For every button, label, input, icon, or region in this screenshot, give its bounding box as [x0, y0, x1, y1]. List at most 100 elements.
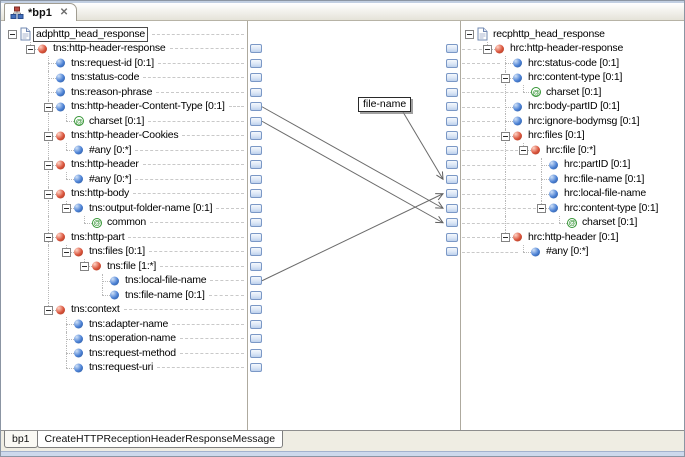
port-target-1[interactable]	[446, 44, 458, 54]
page-tab-mapping[interactable]: CreateHTTPReceptionHeaderResponseMessage	[36, 431, 284, 448]
port-source-3[interactable]	[250, 73, 262, 83]
node-tns-http-header-cookies[interactable]: tns:http-header-Cookies	[2, 128, 247, 143]
node-label[interactable]: hrc:body-partID [0:1]	[528, 100, 620, 113]
node-tns-http-header-response[interactable]: tns:http-header-response	[2, 41, 247, 57]
port-source-2[interactable]	[250, 58, 262, 68]
port-source-23[interactable]	[250, 363, 262, 373]
node-tns-request-uri[interactable]: tns:request-uri	[2, 360, 247, 376]
expand-minus-icon[interactable]	[44, 160, 53, 170]
port-source-4[interactable]	[250, 87, 262, 97]
node-hrc-files-0-1[interactable]: hrc:files [0:1]	[461, 128, 684, 143]
node-any-0[interactable]: #any [0:*]	[461, 244, 684, 260]
port-source-17[interactable]	[250, 276, 262, 286]
node-hrc-local-file-name[interactable]: hrc:local-file-name	[461, 186, 684, 201]
node-label[interactable]: tns:http-header-Cookies	[71, 129, 179, 142]
port-source-20[interactable]	[250, 319, 262, 329]
node-hrc-ignore-bodymsg-0-1[interactable]: hrc:ignore-bodymsg [0:1]	[461, 114, 684, 129]
mapping-line-constant[interactable]	[402, 111, 443, 179]
node-tns-request-method[interactable]: tns:request-method	[2, 346, 247, 361]
node-label[interactable]: #any [0:*]	[546, 245, 589, 258]
node-label[interactable]: charset [0:1]	[546, 85, 602, 98]
node-label[interactable]: hrc:http-header-response	[510, 42, 624, 55]
port-source-14[interactable]	[250, 232, 262, 242]
expand-minus-icon[interactable]	[62, 204, 71, 213]
port-source-9[interactable]	[250, 160, 262, 170]
node-label[interactable]: tns:file [1:*]	[107, 259, 157, 272]
node-hrc-body-partid-0-1[interactable]: hrc:body-partID [0:1]	[461, 99, 684, 114]
node-hrc-content-type-0-1[interactable]: hrc:content-type [0:1]	[461, 201, 684, 216]
port-target-10[interactable]	[446, 174, 458, 184]
mapping-line-3[interactable]	[261, 194, 443, 282]
node-label[interactable]: tns:context	[71, 303, 120, 316]
node-tns-reason-phrase[interactable]: tns:reason-phrase	[2, 85, 247, 100]
node-label[interactable]: hrc:file-name [0:1]	[564, 172, 645, 185]
node-any-0[interactable]: #any [0:*]	[2, 143, 247, 158]
port-target-7[interactable]	[446, 131, 458, 141]
node-label[interactable]: charset [0:1]	[582, 216, 638, 229]
node-label[interactable]: hrc:file [0:*]	[546, 143, 596, 156]
node-label[interactable]: tns:status-code	[71, 71, 140, 84]
node-tns-adapter-name[interactable]: tns:adapter-name	[2, 317, 247, 332]
mapping-line-2[interactable]	[261, 120, 443, 223]
expand-minus-icon[interactable]	[44, 102, 53, 112]
node-charset-0-1[interactable]: @charset [0:1]	[2, 114, 247, 129]
node-common[interactable]: @common	[2, 215, 247, 230]
node-label[interactable]: hrc:content-type [0:1]	[564, 201, 659, 214]
node-hrc-file-name-0-1[interactable]: hrc:file-name [0:1]	[461, 172, 684, 187]
port-source-8[interactable]	[250, 145, 262, 155]
node-tns-file-name-0-1[interactable]: tns:file-name [0:1]	[2, 288, 247, 303]
port-source-13[interactable]	[250, 218, 262, 228]
port-target-3[interactable]	[446, 73, 458, 83]
node-recphttp-head-response[interactable]: recphttp_head_response	[461, 27, 684, 42]
expand-minus-icon[interactable]	[62, 247, 71, 257]
node-tns-operation-name[interactable]: tns:operation-name	[2, 331, 247, 346]
node-label[interactable]: tns:local-file-name	[125, 274, 207, 287]
node-label[interactable]: tns:http-header-response	[53, 42, 166, 55]
node-tns-http-header[interactable]: tns:http-header	[2, 157, 247, 172]
node-tns-files-0-1[interactable]: tns:files [0:1]	[2, 244, 247, 259]
node-hrc-http-header-response[interactable]: hrc:http-header-response	[461, 41, 684, 57]
port-target-8[interactable]	[446, 145, 458, 155]
node-tns-http-part[interactable]: tns:http-part	[2, 230, 247, 245]
expand-minus-icon[interactable]	[44, 305, 53, 315]
node-label[interactable]: tns:request-method	[89, 346, 176, 359]
node-label[interactable]: tns:http-body	[71, 187, 130, 200]
node-tns-local-file-name[interactable]: tns:local-file-name	[2, 273, 247, 288]
node-hrc-partid-0-1[interactable]: hrc:partID [0:1]	[461, 157, 684, 172]
port-target-15[interactable]	[446, 247, 458, 257]
expand-minus-icon[interactable]	[80, 262, 89, 271]
node-tns-status-code[interactable]: tns:status-code	[2, 70, 247, 85]
node-tns-http-header-content-type-0-1[interactable]: tns:http-header-Content-Type [0:1]	[2, 99, 247, 114]
close-icon[interactable]: ✕	[59, 7, 69, 18]
expand-minus-icon[interactable]	[8, 30, 17, 39]
node-tns-context[interactable]: tns:context	[2, 302, 247, 318]
mapping-line-1[interactable]	[261, 106, 443, 209]
port-target-14[interactable]	[446, 232, 458, 242]
node-label[interactable]: common	[107, 216, 147, 229]
port-source-6[interactable]	[250, 116, 262, 126]
port-source-19[interactable]	[250, 305, 262, 315]
node-hrc-http-header-0-1[interactable]: hrc:http-header [0:1]	[461, 230, 684, 245]
page-tab-bp1[interactable]: bp1	[4, 431, 38, 448]
expand-minus-icon[interactable]	[501, 233, 510, 242]
node-label[interactable]: tns:reason-phrase	[71, 85, 153, 98]
node-charset-0-1[interactable]: @charset [0:1]	[461, 85, 684, 100]
node-label[interactable]: charset [0:1]	[89, 114, 145, 127]
node-label[interactable]: tns:request-id [0:1]	[71, 56, 154, 69]
node-tns-http-body[interactable]: tns:http-body	[2, 186, 247, 201]
port-target-11[interactable]	[446, 189, 458, 199]
node-label[interactable]: recphttp_head_response	[493, 27, 605, 40]
node-label[interactable]: tns:http-header	[71, 158, 139, 171]
node-label[interactable]: tns:adapter-name	[89, 317, 169, 330]
port-source-10[interactable]	[250, 174, 262, 184]
node-hrc-file-0[interactable]: hrc:file [0:*]	[461, 143, 684, 158]
node-label[interactable]: hrc:http-header [0:1]	[528, 230, 619, 243]
node-label[interactable]: tns:request-uri	[89, 361, 154, 374]
port-source-18[interactable]	[250, 290, 262, 300]
node-adphttp-head-response[interactable]: adphttp_head_response	[2, 26, 247, 42]
node-label[interactable]: tns:operation-name	[89, 332, 176, 345]
port-source-21[interactable]	[250, 334, 262, 344]
node-label[interactable]: hrc:partID [0:1]	[564, 158, 631, 171]
node-charset-0-1[interactable]: @charset [0:1]	[461, 215, 684, 230]
port-source-1[interactable]	[250, 44, 262, 54]
